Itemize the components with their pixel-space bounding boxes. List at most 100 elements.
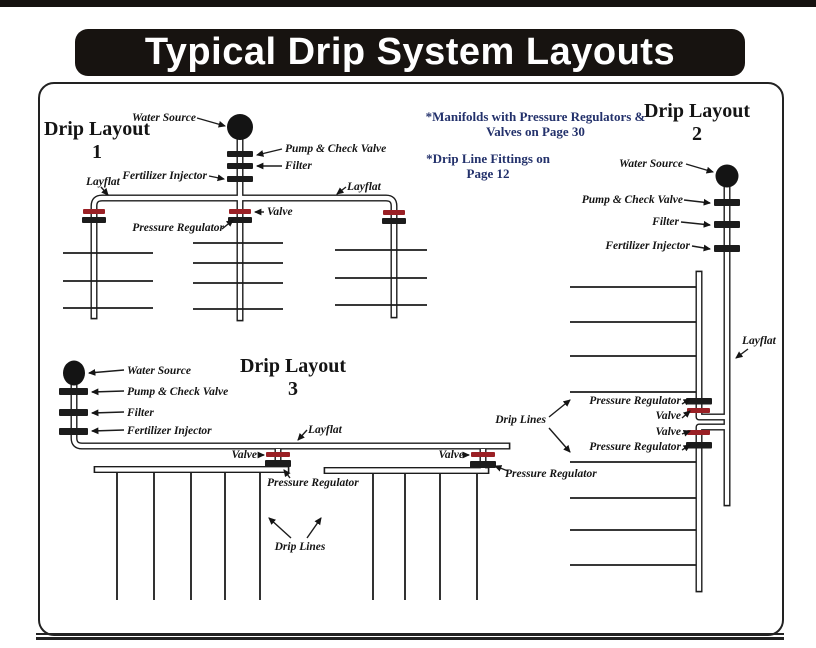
arrow	[100, 186, 109, 196]
layout3-fertilizer-injector-label: Fertilizer Injector	[127, 425, 212, 437]
layout1-pump-check-valve-bar	[227, 151, 253, 157]
callout-arrows	[87, 117, 749, 539]
arrow	[221, 219, 234, 230]
layout3-pump-check-valve-label: Pump & Check Valve	[127, 386, 229, 398]
layout3-filter-label: Filter	[127, 407, 154, 419]
layout2-pipes	[695, 172, 731, 593]
layout1-water-source-label: Water Source	[132, 112, 196, 124]
layout2-water-source-label: Water Source	[619, 158, 683, 170]
arrow	[268, 517, 292, 539]
layout2-valve-upper-label: Valve	[655, 410, 681, 422]
layout2-valve-lower-label: Valve	[655, 426, 681, 438]
layout1-drip-lines	[63, 242, 427, 310]
layout1-valve-bar	[229, 209, 251, 214]
layout1-pump-check-valve-label: Pump & Check Valve	[285, 143, 387, 155]
arrow	[208, 174, 226, 182]
layout1-valve-bar	[83, 209, 105, 214]
layout3-valve-left-label: Valve	[231, 449, 257, 461]
layout2-upper-manifold-pipe	[695, 272, 727, 421]
layout3-pressure-regulator-bar	[470, 461, 496, 468]
layout2-drip-lines	[570, 286, 697, 566]
layout3-layflat-label: Layflat	[308, 424, 342, 436]
layout2-valve-bar	[687, 430, 710, 435]
arrow	[306, 517, 322, 539]
layout1-layflat-pipe	[90, 194, 398, 318]
layout3-drip-lines	[116, 470, 478, 600]
arrow	[90, 388, 125, 396]
layout1-pressure-regulator-bar	[82, 217, 106, 223]
arrow	[681, 410, 691, 419]
layout2-fertilizer-injector-bar	[714, 245, 740, 252]
layout3-filter-bar	[59, 409, 88, 416]
layout1-layflat-left-label: Layflat	[86, 176, 120, 188]
arrow	[87, 369, 125, 376]
layout2-valve-bar	[687, 408, 710, 413]
arrow	[691, 244, 712, 252]
note-manifolds: *Manifolds with Pressure Regulators & Va…	[425, 109, 646, 139]
arrow	[297, 429, 308, 441]
arrow	[681, 430, 691, 437]
arrow	[90, 427, 125, 435]
arrow	[336, 186, 347, 195]
page-title: Typical Drip System Layouts	[144, 31, 676, 73]
layout3-pressure-regulator-bar	[265, 460, 291, 467]
layout2-filter-bar	[714, 221, 740, 228]
arrow	[680, 220, 712, 228]
layout1-fertilizer-injector-label: Fertilizer Injector	[122, 170, 207, 182]
arrow	[685, 163, 714, 174]
layout1-valve-bar	[383, 210, 405, 215]
layout2-pressure-regulator-bar	[686, 442, 712, 449]
layout2-water-source-icon	[715, 164, 739, 188]
layout3-fertilizer-injector-bar	[59, 428, 88, 435]
layout1-filter-bar	[227, 163, 253, 169]
arrow	[735, 348, 749, 359]
layout3-heading: Drip Layout 3	[239, 355, 347, 400]
layout3-pressure-regulator-left-label: Pressure Regulator	[267, 477, 359, 489]
arrow	[548, 427, 571, 453]
layout2-pressure-regulator-lower-label: Pressure Regulator	[589, 441, 681, 453]
layout2-fertilizer-injector-label: Fertilizer Injector	[605, 240, 690, 252]
layout3-drip-lines-label: Drip Lines	[274, 541, 326, 553]
layout1-heading: Drip Layout 1	[43, 118, 151, 163]
arrow	[681, 444, 691, 452]
arrow	[283, 469, 291, 479]
layout2-heading: Drip Layout 2	[643, 100, 751, 145]
layout3-components	[59, 360, 496, 468]
layout1-valve-label: Valve	[267, 206, 293, 218]
layout3-water-source-label: Water Source	[127, 365, 191, 377]
frame-bottom-shadow	[36, 637, 784, 640]
top-border-strip	[0, 0, 816, 7]
layout1-components	[82, 114, 406, 224]
layout2-pump-check-valve-bar	[714, 199, 740, 206]
layout1-pressure-regulator-label: Pressure Regulator	[132, 222, 224, 234]
layout2-filter-label: Filter	[652, 216, 679, 228]
layout2-pressure-regulator-upper-label: Pressure Regulator	[589, 395, 681, 407]
layout3-valve-right-label: Valve	[438, 449, 464, 461]
note-fittings: *Drip Line Fittings on Page 12	[426, 151, 550, 181]
layout2-drip-lines-label: Drip Lines	[495, 414, 546, 426]
arrow	[196, 117, 226, 128]
arrow	[255, 148, 283, 157]
layout1-layflat-right-label: Layflat	[347, 181, 381, 193]
layout1-pressure-regulator-bar	[382, 218, 406, 224]
arrow	[90, 409, 125, 417]
layout1-fertilizer-injector-bar	[227, 176, 253, 182]
layout3-pipes	[70, 378, 511, 474]
title-banner: Typical Drip System Layouts	[75, 29, 745, 76]
frame-bottom-edge	[36, 633, 784, 635]
layout2-pressure-regulator-bar	[686, 398, 712, 405]
layout2-layflat-label: Layflat	[742, 335, 776, 347]
arrow	[548, 399, 571, 418]
layout3-valve-bar	[471, 452, 495, 457]
arrow	[681, 398, 691, 406]
layout1-water-source-icon	[227, 114, 253, 140]
layout3-pressure-regulator-right-label: Pressure Regulator	[505, 468, 597, 480]
arrow	[683, 198, 712, 206]
layout2-pump-check-valve-label: Pump & Check Valve	[581, 194, 683, 206]
layout1-pressure-regulator-bar	[228, 217, 252, 223]
arrow	[494, 465, 509, 472]
layout3-valve-bar	[266, 452, 290, 457]
layout3-water-source-icon	[63, 360, 85, 386]
